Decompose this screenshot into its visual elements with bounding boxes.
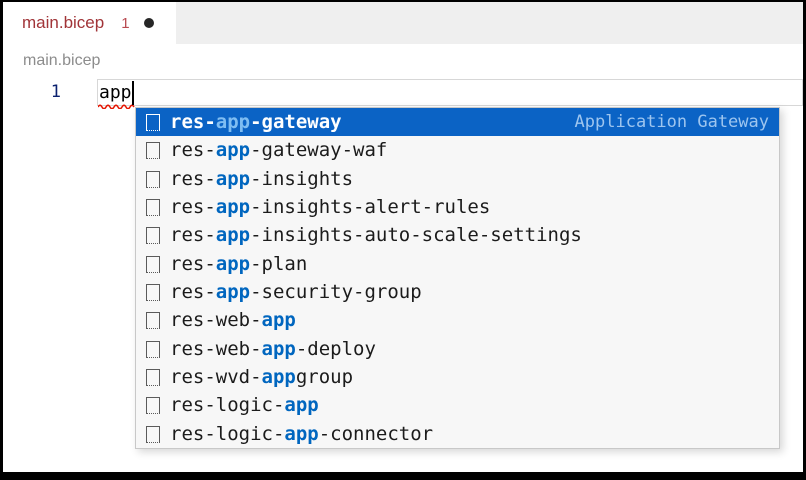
tab-error-count-badge: 1 [121,14,130,32]
suggestion-label-match: app [284,394,319,417]
suggestion-label-suffix: -insights-alert-rules [250,196,491,219]
current-line-highlight [97,79,803,106]
suggestion-label-suffix: -connector [318,422,434,445]
snippet-icon [146,397,160,415]
snippet-icon [146,425,160,443]
suggestion-label-prefix: res- [170,252,216,275]
suggestion-label-prefix: res-logic- [170,422,285,445]
suggestion-label-match: app [215,224,251,247]
suggestion-label-prefix: res- [170,111,216,134]
suggestion-label-suffix: -insights-auto-scale-settings [250,224,582,247]
suggestion-label-suffix: -deploy [295,337,376,360]
suggestion-label-prefix: res-wvd- [170,366,262,389]
suggestion-label-match: app [215,196,251,219]
suggestion-item-res-app-insights[interactable]: res-app-insights [136,165,779,193]
code-text[interactable]: app [99,82,132,103]
snippet-icon [146,255,160,273]
suggestion-item-res-app-insights-auto-scale-settings[interactable]: res-app-insights-auto-scale-settings [136,221,779,249]
suggestion-label-suffix: group [295,366,354,389]
snippet-icon [146,284,160,302]
tab-bar: main.bicep 1 [3,2,803,44]
snippet-icon [146,369,160,387]
suggestion-label-prefix: res-web- [170,309,262,332]
suggestion-item-res-app-gateway[interactable]: res-app-gateway Application Gateway [136,108,779,137]
suggestion-item-res-web-app-deploy[interactable]: res-web-app-deploy [136,335,779,363]
suggestion-label-match: app [261,337,296,360]
suggestion-label-prefix: res-logic- [170,394,285,417]
suggestion-item-res-app-insights-alert-rules[interactable]: res-app-insights-alert-rules [136,193,779,221]
suggestion-label-prefix: res- [170,167,216,190]
suggestion-label-prefix: res- [170,224,216,247]
text-cursor [132,81,134,105]
line-number: 1 [50,82,61,102]
suggestion-label-match: app [261,366,296,389]
suggestion-item-res-logic-app-connector[interactable]: res-logic-app-connector [136,420,779,448]
editor[interactable]: 1 app res-app-gateway Application Gatewa… [3,77,803,472]
suggestion-label-suffix: -gateway-waf [250,139,388,162]
snippet-icon [146,227,160,245]
breadcrumb: main.bicep [3,44,803,77]
suggestion-label-match: app [215,139,251,162]
suggestion-item-res-app-plan[interactable]: res-app-plan [136,250,779,278]
suggestion-label-suffix: -gateway [250,111,342,134]
suggestion-item-res-app-security-group[interactable]: res-app-security-group [136,278,779,306]
snippet-icon [146,170,160,188]
suggestion-list: res-app-gateway Application Gateway res-… [136,108,779,448]
snippet-icon [146,199,160,217]
suggestion-label-suffix: -plan [250,252,308,275]
suggestion-item-res-app-gateway-waf[interactable]: res-app-gateway-waf [136,136,779,164]
snippet-icon [146,340,160,358]
suggestion-item-res-logic-app[interactable]: res-logic-app [136,391,779,419]
snippet-icon [146,114,160,132]
tab-filename: main.bicep [22,13,105,32]
suggestion-label-suffix: -security-group [250,281,422,304]
suggestion-label-prefix: res- [170,281,216,304]
suggestion-label-suffix: -insights [250,167,354,190]
suggestion-label-match: app [261,309,296,332]
suggestion-label-match: app [215,167,251,190]
suggestion-label-prefix: res- [170,196,216,219]
breadcrumb-item-main-bicep[interactable]: main.bicep [23,51,101,69]
snippet-icon [146,312,160,330]
modified-indicator-dot[interactable] [143,18,154,28]
suggestion-label-match: app [215,111,251,134]
suggestion-label-prefix: res- [170,139,216,162]
suggest-widget: res-app-gateway Application Gateway res-… [135,107,780,449]
tab-main-bicep[interactable]: main.bicep 1 [3,2,176,44]
suggestion-label-prefix: res-web- [170,337,262,360]
suggestion-label-match: app [284,422,319,445]
suggestion-item-res-web-app[interactable]: res-web-app [136,306,779,334]
suggestion-detail: Application Gateway [574,112,769,133]
error-squiggle-icon [98,104,135,109]
suggestion-label-match: app [215,281,251,304]
suggestion-label-match: app [215,252,251,275]
snippet-icon [146,142,160,160]
